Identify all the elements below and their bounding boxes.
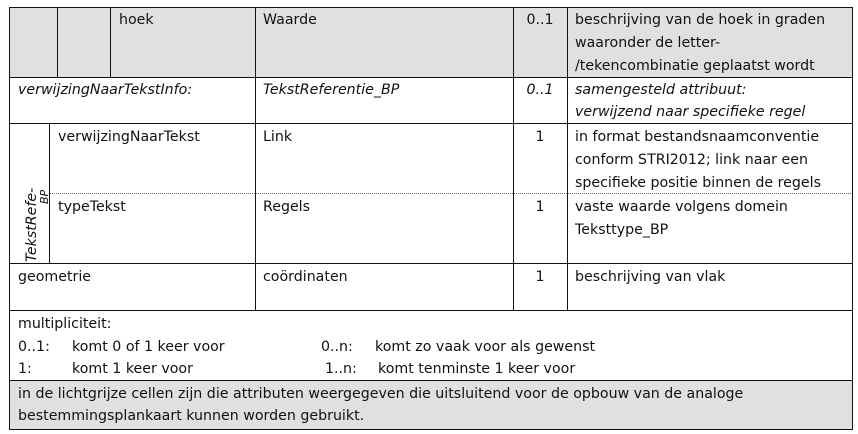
- attr-type-link: Link: [263, 129, 293, 145]
- row-divider: [9, 263, 853, 264]
- attr-mult-typetekst: 1: [535, 199, 545, 215]
- table-border-right: [852, 7, 853, 430]
- row-divider: [9, 380, 853, 381]
- attr-mult-hoek: 0..1: [526, 12, 554, 28]
- legend-code: 1:: [18, 361, 32, 377]
- table-border-left: [9, 7, 10, 430]
- attr-type-typetekst: Regels: [263, 199, 311, 215]
- row-divider: [9, 77, 853, 78]
- attr-desc-hoek-line2: waaronder de letter-: [575, 35, 721, 51]
- column-divider: [255, 7, 256, 310]
- row-divider-dotted: [49, 193, 853, 194]
- attr-type-hoek: Waarde: [263, 12, 317, 28]
- column-divider: [567, 7, 568, 310]
- column-divider: [57, 7, 58, 77]
- attr-desc-typetekst-line1: vaste waarde volgens domein: [575, 199, 788, 215]
- attr-name-hoek: hoek: [119, 12, 154, 28]
- column-divider: [49, 123, 50, 263]
- legend-heading: multipliciteit:: [18, 316, 112, 332]
- legend-text: komt 0 of 1 keer voor: [72, 339, 225, 355]
- attr-desc-info-line1: samengesteld attribuut:: [575, 82, 747, 98]
- column-divider: [110, 7, 111, 77]
- group-label-vertical-2: BP: [39, 189, 51, 204]
- gray-cell-hoek-row: [9, 7, 853, 77]
- legend-code: 0..n:: [321, 339, 353, 355]
- attr-desc-typetekst-line2: Teksttype_BP: [575, 222, 669, 238]
- attr-mult-geometrie: 1: [535, 269, 545, 285]
- legend-text: komt zo vaak voor als gewenst: [375, 339, 596, 355]
- attr-desc-hoek-line1: beschrijving van de hoek in graden: [575, 12, 826, 28]
- row-divider: [9, 123, 853, 124]
- table-border-top: [9, 7, 853, 8]
- attr-desc-link-line3: specifieke positie binnen de regels: [575, 175, 821, 191]
- attr-type-geometrie: coördinaten: [263, 269, 348, 285]
- note-line1: in de lichtgrijze cellen zijn die attrib…: [18, 386, 744, 402]
- attr-type-info: TekstReferentie_BP: [263, 82, 400, 98]
- attr-name-geometrie: geometrie: [18, 269, 92, 285]
- attr-desc-info-line2: verwijzend naar specifieke regel: [575, 104, 806, 120]
- attr-name-link: verwijzingNaarTekst: [58, 129, 200, 145]
- table-border-bottom: [9, 429, 853, 430]
- attr-name-typetekst: typeTekst: [58, 199, 126, 215]
- legend-text: komt 1 keer voor: [72, 361, 193, 377]
- attr-desc-link-line1: in format bestandsnaamconventie: [575, 129, 820, 145]
- attr-mult-info: 0..1: [526, 82, 554, 98]
- row-divider: [9, 310, 853, 311]
- legend-code: 1..n:: [325, 361, 357, 377]
- legend-text: komt tenminste 1 keer voor: [378, 361, 576, 377]
- attr-desc-geometrie-line1: beschrijving van vlak: [575, 269, 726, 285]
- attr-desc-hoek-line3: /tekencombinatie geplaatst wordt: [575, 58, 815, 74]
- attr-desc-link-line2: conform STRI2012; link naar een: [575, 152, 808, 168]
- gray-cell-note: [9, 380, 853, 430]
- column-divider: [513, 7, 514, 310]
- legend-code: 0..1:: [18, 339, 50, 355]
- attr-mult-link: 1: [535, 129, 545, 145]
- note-line2: bestemmingsplankaart kunnen worden gebru…: [18, 408, 365, 424]
- attr-name-info: verwijzingNaarTekstInfo:: [18, 82, 193, 98]
